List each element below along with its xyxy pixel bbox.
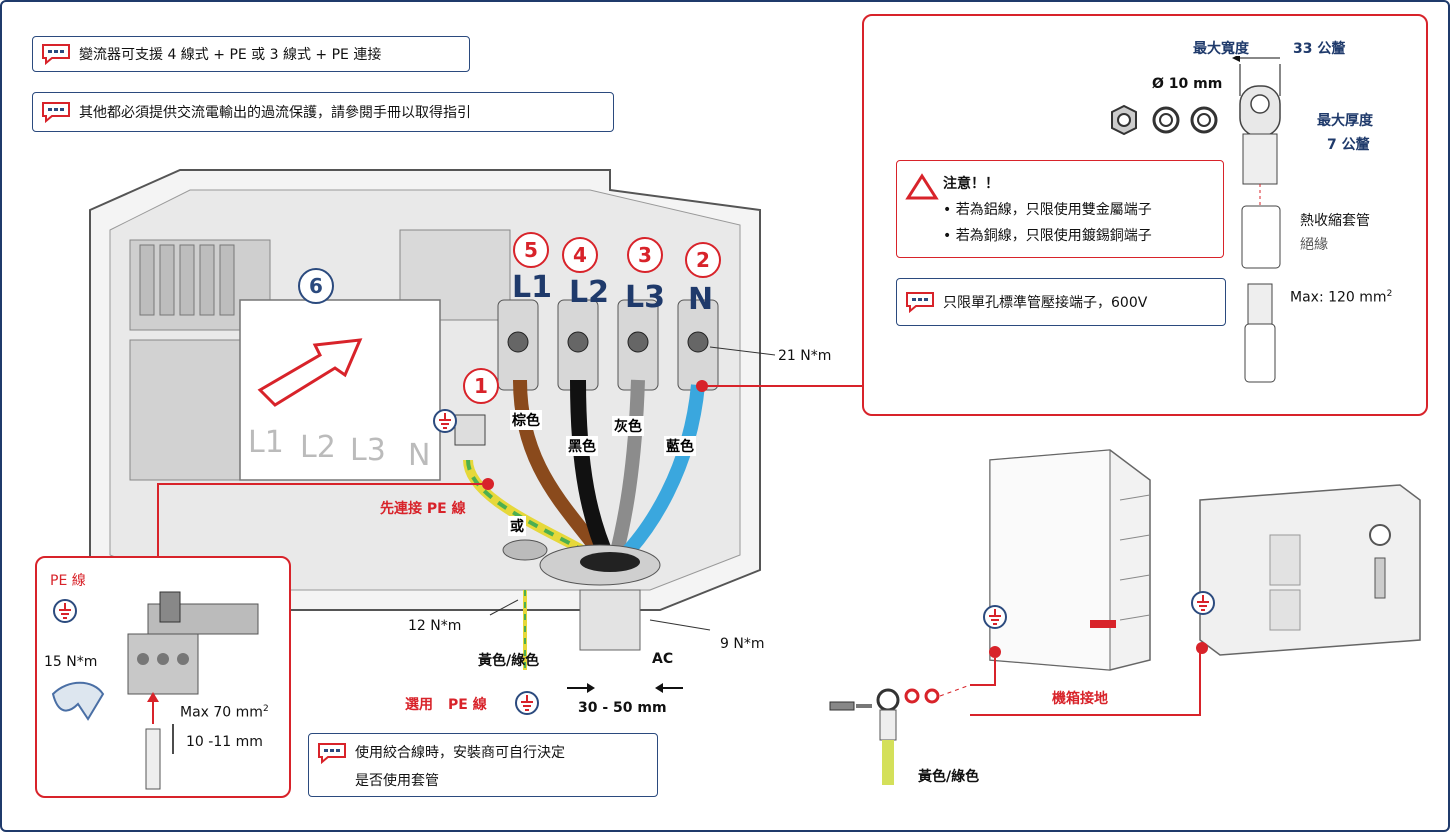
wire-or-label: 或 (508, 516, 526, 536)
caution-aluminum: • 若為鋁線，只限使用雙金屬端子 (943, 202, 1152, 218)
lug-diameter-label: Ø 10 mm (1152, 76, 1223, 92)
pe-leader-line (157, 478, 494, 558)
terminal-l3-number: 3 (627, 237, 663, 273)
max-cross-section-text: Max: 120 mm (1290, 289, 1387, 306)
pe-max-text: Max 70 mm (180, 704, 263, 721)
terminal-l1-label: L1 (512, 270, 552, 305)
chassis-ground-illustration (829, 449, 1421, 785)
speech-bubble-icon (42, 102, 70, 123)
pe-screw-torque: 15 N*m (44, 654, 98, 670)
warning-triangle-icon (905, 173, 939, 200)
wire-black-label: 黑色 (566, 436, 598, 456)
note-support: 變流器可支援 4 線式 + PE 或 3 線式 + PE 連接 (32, 36, 470, 72)
pe-clamp-illustration (51, 591, 259, 790)
speech-bubble-icon (318, 743, 346, 764)
terminal-l1-number: 5 (513, 232, 549, 268)
pe-terminal-number: 1 (463, 368, 499, 404)
heatshrink-label: 熱收縮套管 (1300, 213, 1370, 229)
chassis-ground-label: 機箱接地 (1052, 691, 1108, 707)
ground-icon (433, 409, 457, 433)
note-stranded-line2: 是否使用套管 (355, 773, 439, 789)
terminal-n-number: 2 (685, 242, 721, 278)
cover-label-l3: L3 (350, 433, 386, 468)
note-single-hole-text: 只限單孔標準管壓接端子，600V (943, 295, 1148, 311)
lug-leader-line (696, 380, 868, 392)
speech-bubble-icon (42, 44, 70, 65)
optional-label: 選用 (405, 697, 433, 713)
cover-label-n: N (408, 438, 431, 473)
gland-ac-torque: 9 N*m (720, 636, 765, 652)
chassis-yellow-green-label: 黃色/綠色 (918, 769, 980, 785)
pe-max-sup: 2 (262, 704, 269, 714)
yellow-green-label: 黃色/綠色 (478, 653, 540, 669)
insulation-label: 絕緣 (1300, 237, 1328, 253)
note-support-text: 變流器可支援 4 線式 + PE 或 3 線式 + PE 連接 (79, 47, 382, 63)
cover-number: 6 (298, 268, 334, 304)
wire-blue-label: 藍色 (664, 436, 696, 456)
ground-icon (983, 605, 1007, 629)
lug-max-thickness-value: 7 公釐 (1327, 137, 1370, 153)
pe-box-title: PE 線 (50, 573, 86, 589)
note-stranded-line1: 使用絞合線時，安裝商可自行決定 (355, 745, 565, 761)
gland-pe-torque: 12 N*m (408, 618, 462, 634)
terminal-n-label: N (688, 282, 714, 317)
inverter-connection-illustration (89, 169, 776, 670)
wire-grey-label: 灰色 (612, 416, 644, 436)
pe-first-label: 先連接 PE 線 (380, 501, 466, 517)
note-single-hole: 只限單孔標準管壓接端子，600V (896, 278, 1226, 326)
terminal-l2-label: L2 (569, 275, 609, 310)
ground-icon (53, 599, 77, 623)
ground-icon (1191, 591, 1215, 615)
pe-max-label: Max 70 mm2 (180, 704, 269, 721)
terminal-torque: 21 N*m (778, 348, 832, 364)
ac-label: AC (652, 651, 674, 667)
wire-brown-label: 棕色 (510, 410, 542, 430)
lug-max-thickness-label: 最大厚度 (1317, 113, 1373, 129)
max-cross-section-sup: 2 (1386, 289, 1393, 299)
max-cross-section-label: Max: 120 mm2 (1290, 289, 1392, 306)
optional-pe-label: PE 線 (448, 697, 487, 713)
lug-max-width-label: 最大寬度 (1193, 41, 1249, 57)
lug-illustration (1111, 56, 1281, 383)
terminal-l2-number: 4 (562, 237, 598, 273)
caution-title: 注意！！ (943, 176, 999, 192)
pe-strip-length: 10 -11 mm (186, 734, 263, 750)
cover-label-l2: L2 (300, 430, 336, 465)
lug-max-width-value: 33 公釐 (1293, 41, 1346, 57)
dimension-arrows (567, 683, 683, 693)
speech-bubble-icon (906, 292, 934, 313)
note-protection-text: 其他都必須提供交流電輸出的過流保護，請參閱手冊以取得指引 (79, 105, 471, 121)
terminal-l3-label: L3 (625, 280, 665, 315)
ground-icon (515, 691, 539, 715)
note-protection: 其他都必須提供交流電輸出的過流保護，請參閱手冊以取得指引 (32, 92, 614, 132)
note-stranded: 使用絞合線時，安裝商可自行決定 是否使用套管 (308, 733, 658, 797)
cable-range-label: 30 - 50 mm (578, 700, 667, 716)
cover-label-l1: L1 (248, 425, 284, 460)
caution-box: 注意！！ • 若為鋁線，只限使用雙金屬端子 • 若為銅線，只限使用鍍錫銅端子 (896, 160, 1224, 258)
caution-copper: • 若為銅線，只限使用鍍錫銅端子 (943, 228, 1152, 244)
